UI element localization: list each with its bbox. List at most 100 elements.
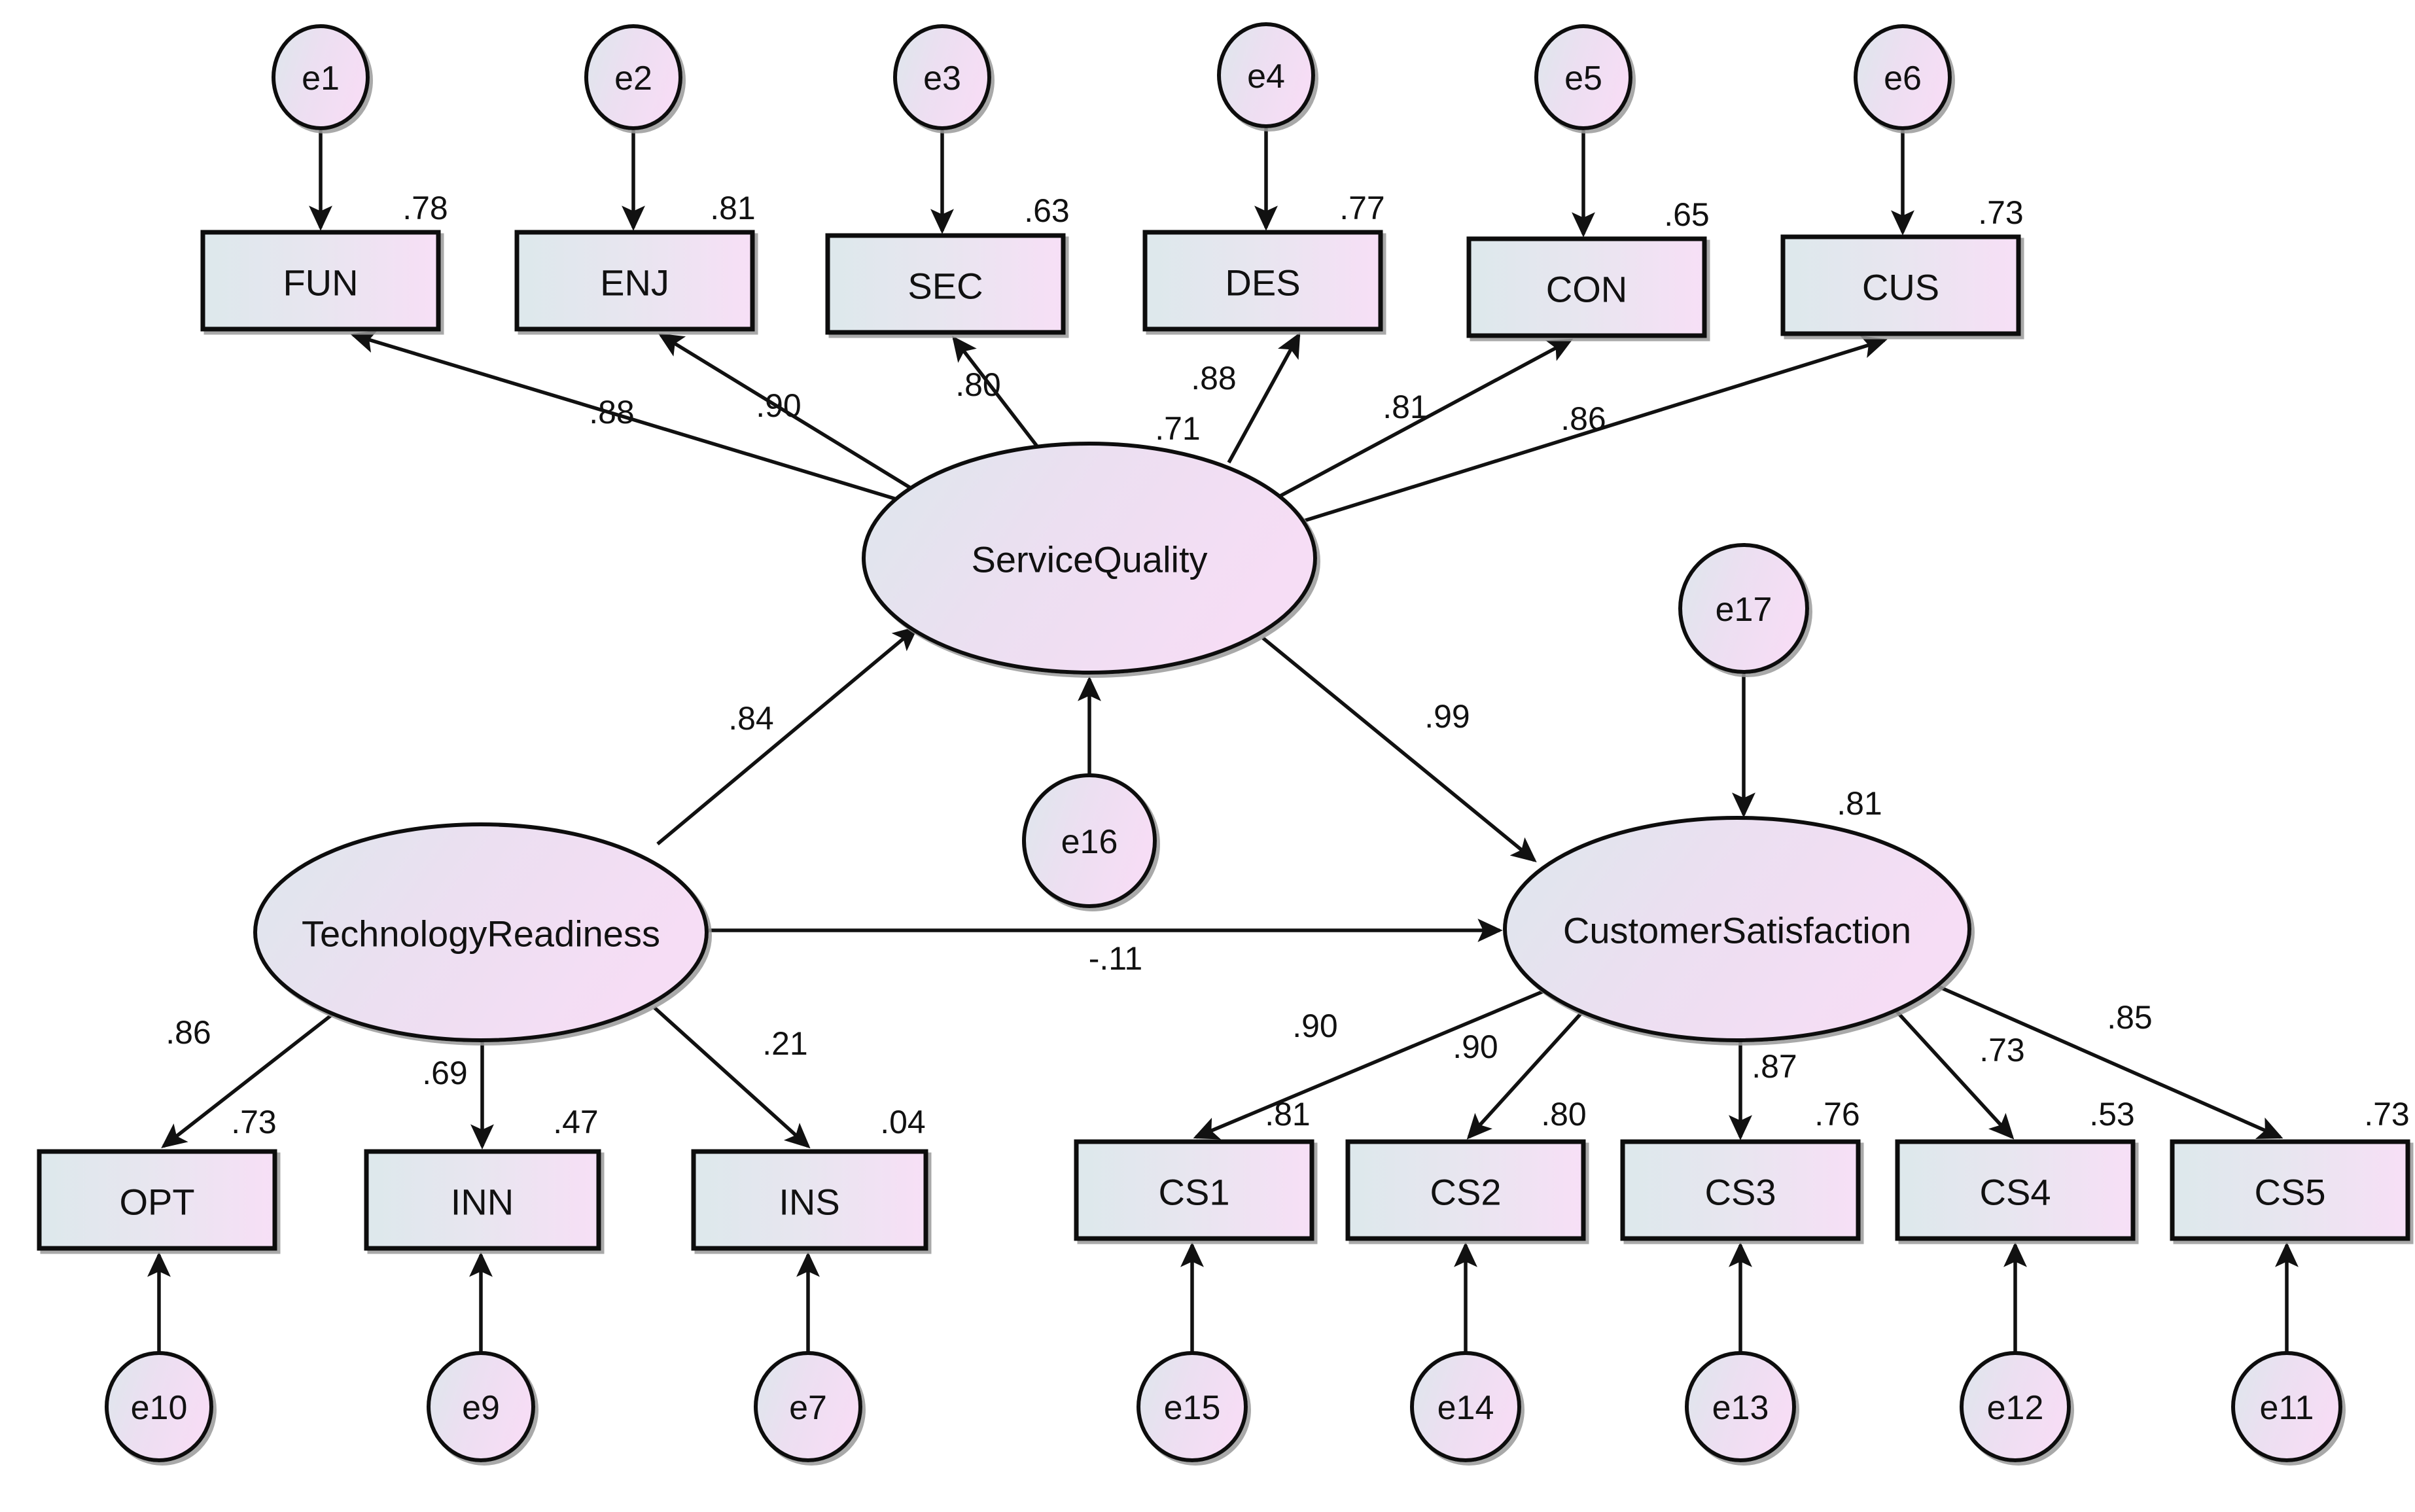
edge-sq-fun xyxy=(350,330,923,509)
edge-cs-cs4 xyxy=(1894,1010,2015,1140)
path-label-cs-cs2: .90 xyxy=(1453,1029,1498,1065)
error-term-layer: e1 e2 e3 e4 e5 e6 xyxy=(105,22,2342,1462)
node-label-e17: e17 xyxy=(1716,591,1772,629)
node-e3[interactable]: e3 xyxy=(893,24,991,130)
node-cus[interactable]: CUS xyxy=(1780,234,2021,336)
node-cs4[interactable]: CS4 xyxy=(1895,1139,2136,1241)
node-cs2[interactable]: CS2 xyxy=(1345,1139,1586,1241)
r2-label-cus: .73 xyxy=(1978,194,2024,231)
r2-label-ins: .04 xyxy=(880,1104,926,1140)
node-label-des: DES xyxy=(1225,262,1300,304)
path-label-sq-enj: .90 xyxy=(756,387,802,424)
node-label-servicequality: ServiceQuality xyxy=(971,539,1207,580)
path-label-sq-cs: .99 xyxy=(1424,698,1470,735)
node-con[interactable]: CON xyxy=(1466,236,1707,338)
path-label-tr-ins: .21 xyxy=(762,1025,808,1062)
node-e14[interactable]: e14 xyxy=(1410,1351,1521,1462)
node-opt[interactable]: OPT xyxy=(37,1149,277,1251)
node-e2[interactable]: e2 xyxy=(584,24,682,130)
node-e6[interactable]: e6 xyxy=(1854,24,1952,130)
r2-label-con: .65 xyxy=(1664,196,1710,233)
node-e11[interactable]: e11 xyxy=(2231,1351,2342,1462)
node-label-cs3: CS3 xyxy=(1705,1172,1776,1213)
path-label-sq-cus: .86 xyxy=(1560,400,1606,437)
node-e4[interactable]: e4 xyxy=(1217,22,1315,128)
edge-cs-cs2 xyxy=(1466,1010,1585,1140)
edge-cs-cs1 xyxy=(1193,979,1568,1140)
path-label-tr-cs: -.11 xyxy=(1089,940,1142,977)
node-label-con: CON xyxy=(1546,269,1627,310)
observed-variable-layer: FUN ENJ SEC DES CON CUS xyxy=(37,230,2410,1251)
node-e12[interactable]: e12 xyxy=(1960,1351,2071,1462)
r2-label-fun: .78 xyxy=(402,190,448,226)
node-label-sec: SEC xyxy=(908,266,983,307)
node-e13[interactable]: e13 xyxy=(1685,1351,1796,1462)
node-technologyreadiness[interactable]: TechnologyReadiness xyxy=(253,822,709,1042)
node-customersatisfaction[interactable]: CustomerSatisfaction xyxy=(1503,816,1971,1042)
edge-cs-cs5 xyxy=(1922,978,2283,1139)
edge-sq-enj xyxy=(658,333,927,499)
edge-sq-customersatisfaction xyxy=(1261,636,1537,863)
node-e16[interactable]: e16 xyxy=(1022,773,1157,908)
node-e15[interactable]: e15 xyxy=(1137,1351,1248,1462)
node-label-e5: e5 xyxy=(1564,60,1602,97)
node-enj[interactable]: ENJ xyxy=(514,230,755,332)
r2-label-cs3: .76 xyxy=(1814,1096,1860,1133)
node-label-ins: INS xyxy=(779,1182,839,1223)
node-inn[interactable]: INN xyxy=(364,1149,601,1251)
node-label-e15: e15 xyxy=(1164,1389,1221,1427)
r2-label-des: .77 xyxy=(1339,190,1385,226)
r2-label-cs4: .53 xyxy=(2089,1096,2135,1133)
edge-layer xyxy=(147,126,2299,1353)
r2-label-sec: .63 xyxy=(1024,192,1070,229)
node-label-cs2: CS2 xyxy=(1430,1172,1502,1213)
node-label-e2: e2 xyxy=(614,60,652,97)
node-label-e13: e13 xyxy=(1712,1389,1769,1427)
path-label-sq-sec: .80 xyxy=(955,366,1001,403)
node-e9[interactable]: e9 xyxy=(427,1351,535,1462)
node-e7[interactable]: e7 xyxy=(754,1351,862,1462)
edge-tr-ins xyxy=(653,1006,811,1149)
node-sec[interactable]: SEC xyxy=(825,233,1066,335)
node-cs1[interactable]: CS1 xyxy=(1074,1139,1314,1241)
path-label-sq-con: .81 xyxy=(1383,389,1428,425)
path-label-sq-fun: .88 xyxy=(589,394,635,431)
path-estimate-label-layer: .88 .90 .80 .88 .71 .81 .86 .84 .99 -.11… xyxy=(166,360,2153,1091)
r2-label-inn: .47 xyxy=(553,1104,599,1140)
path-label-cs-cs5: .85 xyxy=(2107,999,2153,1036)
node-des[interactable]: DES xyxy=(1142,230,1383,332)
node-label-e9: e9 xyxy=(462,1389,500,1427)
node-ins[interactable]: INS xyxy=(691,1149,928,1251)
r2-label-enj: .81 xyxy=(710,190,756,226)
node-label-e10: e10 xyxy=(131,1389,188,1427)
path-label-tr-inn: .69 xyxy=(422,1055,468,1091)
node-label-e14: e14 xyxy=(1437,1389,1494,1427)
node-label-technologyreadiness: TechnologyReadiness xyxy=(302,913,660,955)
node-servicequality[interactable]: ServiceQuality xyxy=(862,442,1317,675)
r2-label-cs2: .80 xyxy=(1541,1096,1587,1133)
node-label-e16: e16 xyxy=(1061,823,1118,861)
path-label-tr-sq: .84 xyxy=(728,700,774,737)
node-cs5[interactable]: CS5 xyxy=(2170,1139,2410,1241)
node-label-fun: FUN xyxy=(283,262,358,304)
node-cs3[interactable]: CS3 xyxy=(1620,1139,1861,1241)
edge-sq-des xyxy=(1227,332,1301,464)
node-e10[interactable]: e10 xyxy=(105,1351,213,1462)
node-label-cs5: CS5 xyxy=(2255,1172,2326,1213)
node-label-e1: e1 xyxy=(302,60,340,97)
path-label-cs-cs4: .73 xyxy=(1979,1032,2025,1068)
r2-label-customersatisfaction: .81 xyxy=(1837,785,1882,822)
node-label-cus: CUS xyxy=(1862,267,1939,308)
r2-label-opt: .73 xyxy=(231,1104,277,1140)
node-e17[interactable]: e17 xyxy=(1678,543,1809,674)
path-label-sq-des2: .71 xyxy=(1155,410,1201,447)
edge-sq-sec xyxy=(952,336,1039,448)
edge-sq-con xyxy=(1267,338,1574,504)
node-e1[interactable]: e1 xyxy=(272,24,370,130)
edge-tr-servicequality xyxy=(656,625,919,846)
node-label-e12: e12 xyxy=(1987,1389,2044,1427)
node-e5[interactable]: e5 xyxy=(1534,24,1632,130)
node-fun[interactable]: FUN xyxy=(200,230,441,332)
